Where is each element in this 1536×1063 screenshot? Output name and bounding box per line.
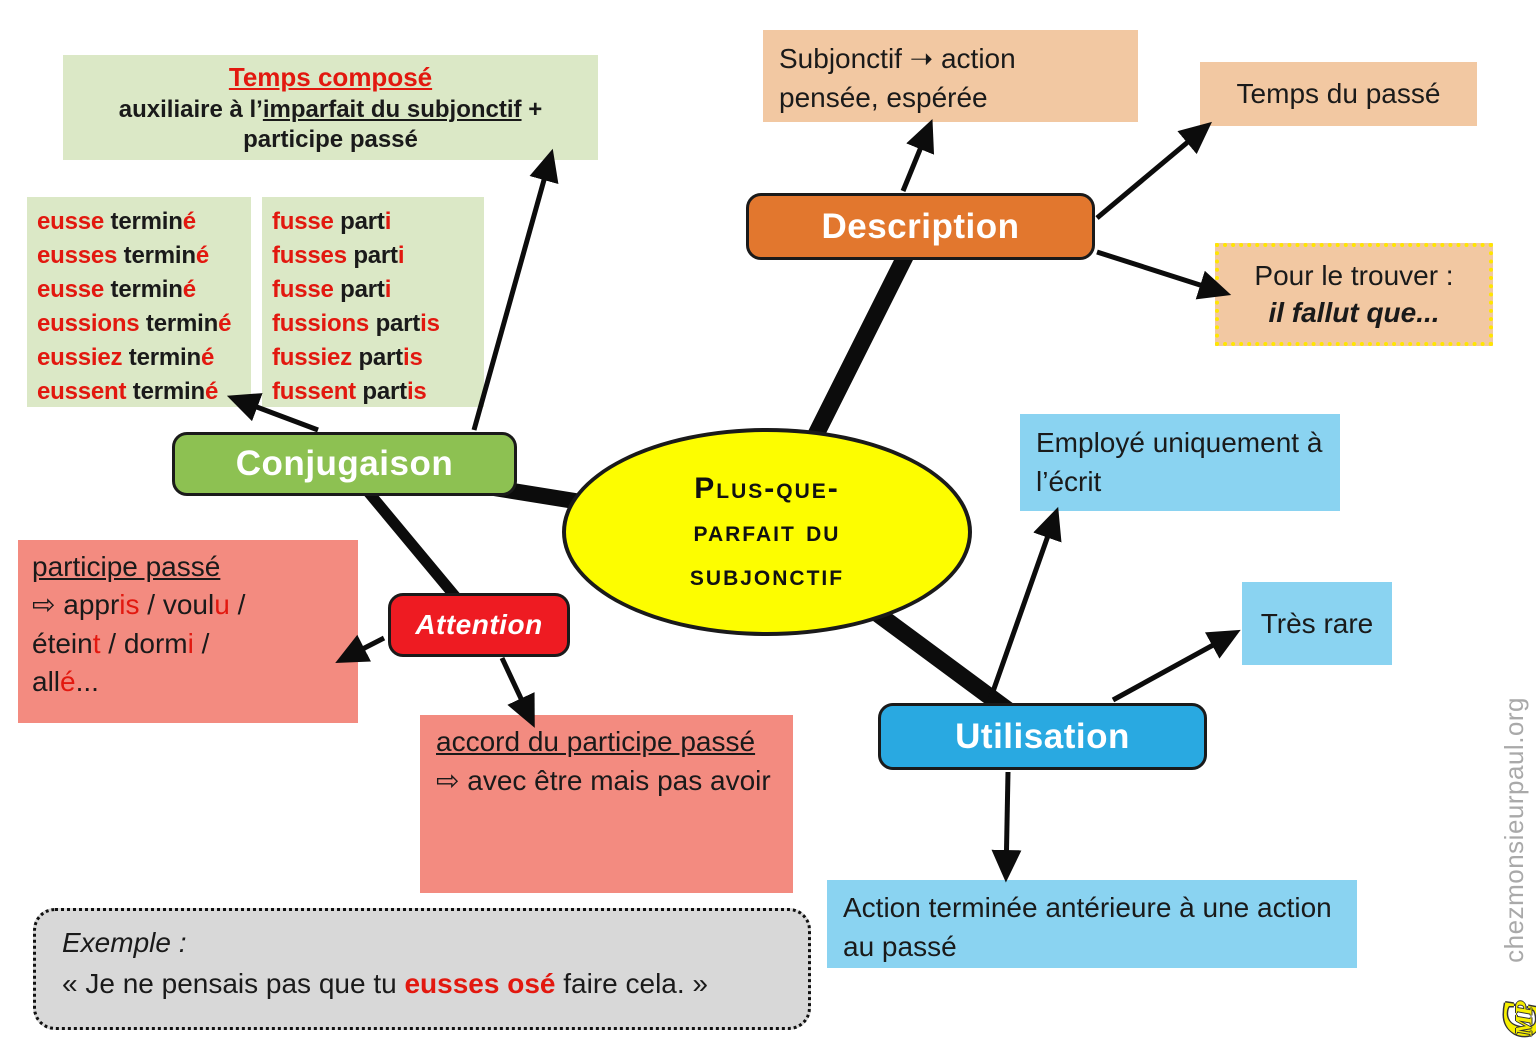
tres-rare-label: Très rare	[1260, 607, 1374, 639]
text-row: ⇨ appris / voulu /	[32, 589, 246, 621]
node-utilisation: Utilisation	[878, 703, 1207, 770]
text-row: fusse parti	[272, 276, 392, 303]
text-row: fusses parti	[272, 242, 405, 269]
arrow-utilisation-tresrare	[1111, 629, 1241, 703]
arrow-conjugaison-tempscompose	[471, 148, 559, 431]
logo-letters-mp: MP	[1511, 1001, 1536, 1036]
node-conjugaison-label: Conjugaison	[235, 444, 454, 483]
employe-ecrit-box: Employé uniquement à l’écrit	[1020, 414, 1340, 511]
node-utilisation-label: Utilisation	[955, 716, 1130, 756]
participe-passe-examples: ⇨ appris / voulu / éteint / dormi / allé..…	[32, 586, 344, 701]
arrow-utilisation-action	[991, 771, 1022, 883]
conjugation-list-avoir: eusse terminé eusses terminé eusse terminé…	[27, 197, 251, 407]
pour-le-trouver-box: Pour le trouver : il fallut que...	[1215, 243, 1493, 346]
pour-le-trouver-line1: Pour le trouver :	[1254, 260, 1454, 292]
accord-participe-box: accord du participe passé ⇨ avec être ma…	[420, 715, 793, 893]
node-attention-label: Attention	[415, 609, 543, 640]
pour-le-trouver-line2: il fallut que...	[1268, 296, 1440, 328]
central-topic-label: Plus-que-parfait du subjonctif	[689, 471, 845, 592]
arrow-description-subjonctif	[900, 118, 935, 192]
participe-passe-title: participe passé	[32, 551, 221, 582]
text-row: fussent partis	[272, 378, 427, 405]
text-row: fussions partis	[272, 310, 440, 337]
node-description: Description	[746, 193, 1095, 260]
node-attention: Attention	[388, 593, 570, 657]
central-topic-ellipse: Plus-que-parfait du subjonctif	[562, 428, 972, 636]
arrow-description-pourtrouver	[1096, 249, 1232, 300]
accord-participe-title: accord du participe passé	[436, 726, 756, 757]
accord-participe-body: ⇨ avec être mais pas avoir	[436, 764, 771, 796]
conjugation-list-etre: fusse parti fusses parti fusse parti fussio…	[262, 197, 484, 407]
arrow-utilisation-employe	[987, 506, 1062, 701]
example-sentence: « Je ne pensais pas que tu eusses osé fa…	[62, 967, 708, 999]
text-row: fusse parti	[272, 208, 392, 235]
site-logo: CMP	[1492, 1001, 1536, 1037]
text-row: eusse terminé	[37, 208, 196, 235]
temps-du-passe-box: Temps du passé	[1200, 62, 1477, 126]
text-row: éteint / dormi /	[32, 627, 210, 659]
action-terminee-box: Action terminée antérieure à une action …	[827, 880, 1357, 968]
text-row: eussions terminé	[37, 310, 232, 337]
example-title: Exemple :	[62, 927, 187, 958]
text-row: eussent terminé	[37, 378, 219, 405]
text-row: allé...	[32, 666, 99, 698]
text-row: eussiez terminé	[37, 344, 215, 371]
tres-rare-box: Très rare	[1242, 582, 1392, 665]
example-box: Exemple : « Je ne pensais pas que tu eus…	[33, 908, 811, 1030]
temps-compose-title: Temps composé	[228, 62, 433, 92]
arrow-attention-accord	[499, 656, 535, 728]
subjonctif-action-box: Subjonctif ➝ action pensée, espérée	[763, 30, 1138, 122]
text-row: fussiez partis	[272, 344, 423, 371]
temps-compose-line2: auxiliaire à l’imparfait du subjonctif +	[118, 96, 543, 123]
temps-compose-line3: participe passé	[243, 126, 418, 153]
text-row: eusse terminé	[37, 276, 196, 303]
temps-du-passe-label: Temps du passé	[1236, 78, 1441, 110]
node-description-label: Description	[821, 206, 1020, 246]
temps-compose-box: Temps composé auxiliaire à l’imparfait d…	[63, 55, 598, 160]
node-conjugaison: Conjugaison	[172, 432, 517, 496]
participe-passe-box: participe passé ⇨ appris / voulu / éteint…	[18, 540, 358, 723]
arrow-description-tempspasse	[1095, 121, 1212, 220]
watermark-site: chezmonsieurpaul.org	[1499, 697, 1529, 963]
text-row: eusses terminé	[37, 242, 209, 269]
